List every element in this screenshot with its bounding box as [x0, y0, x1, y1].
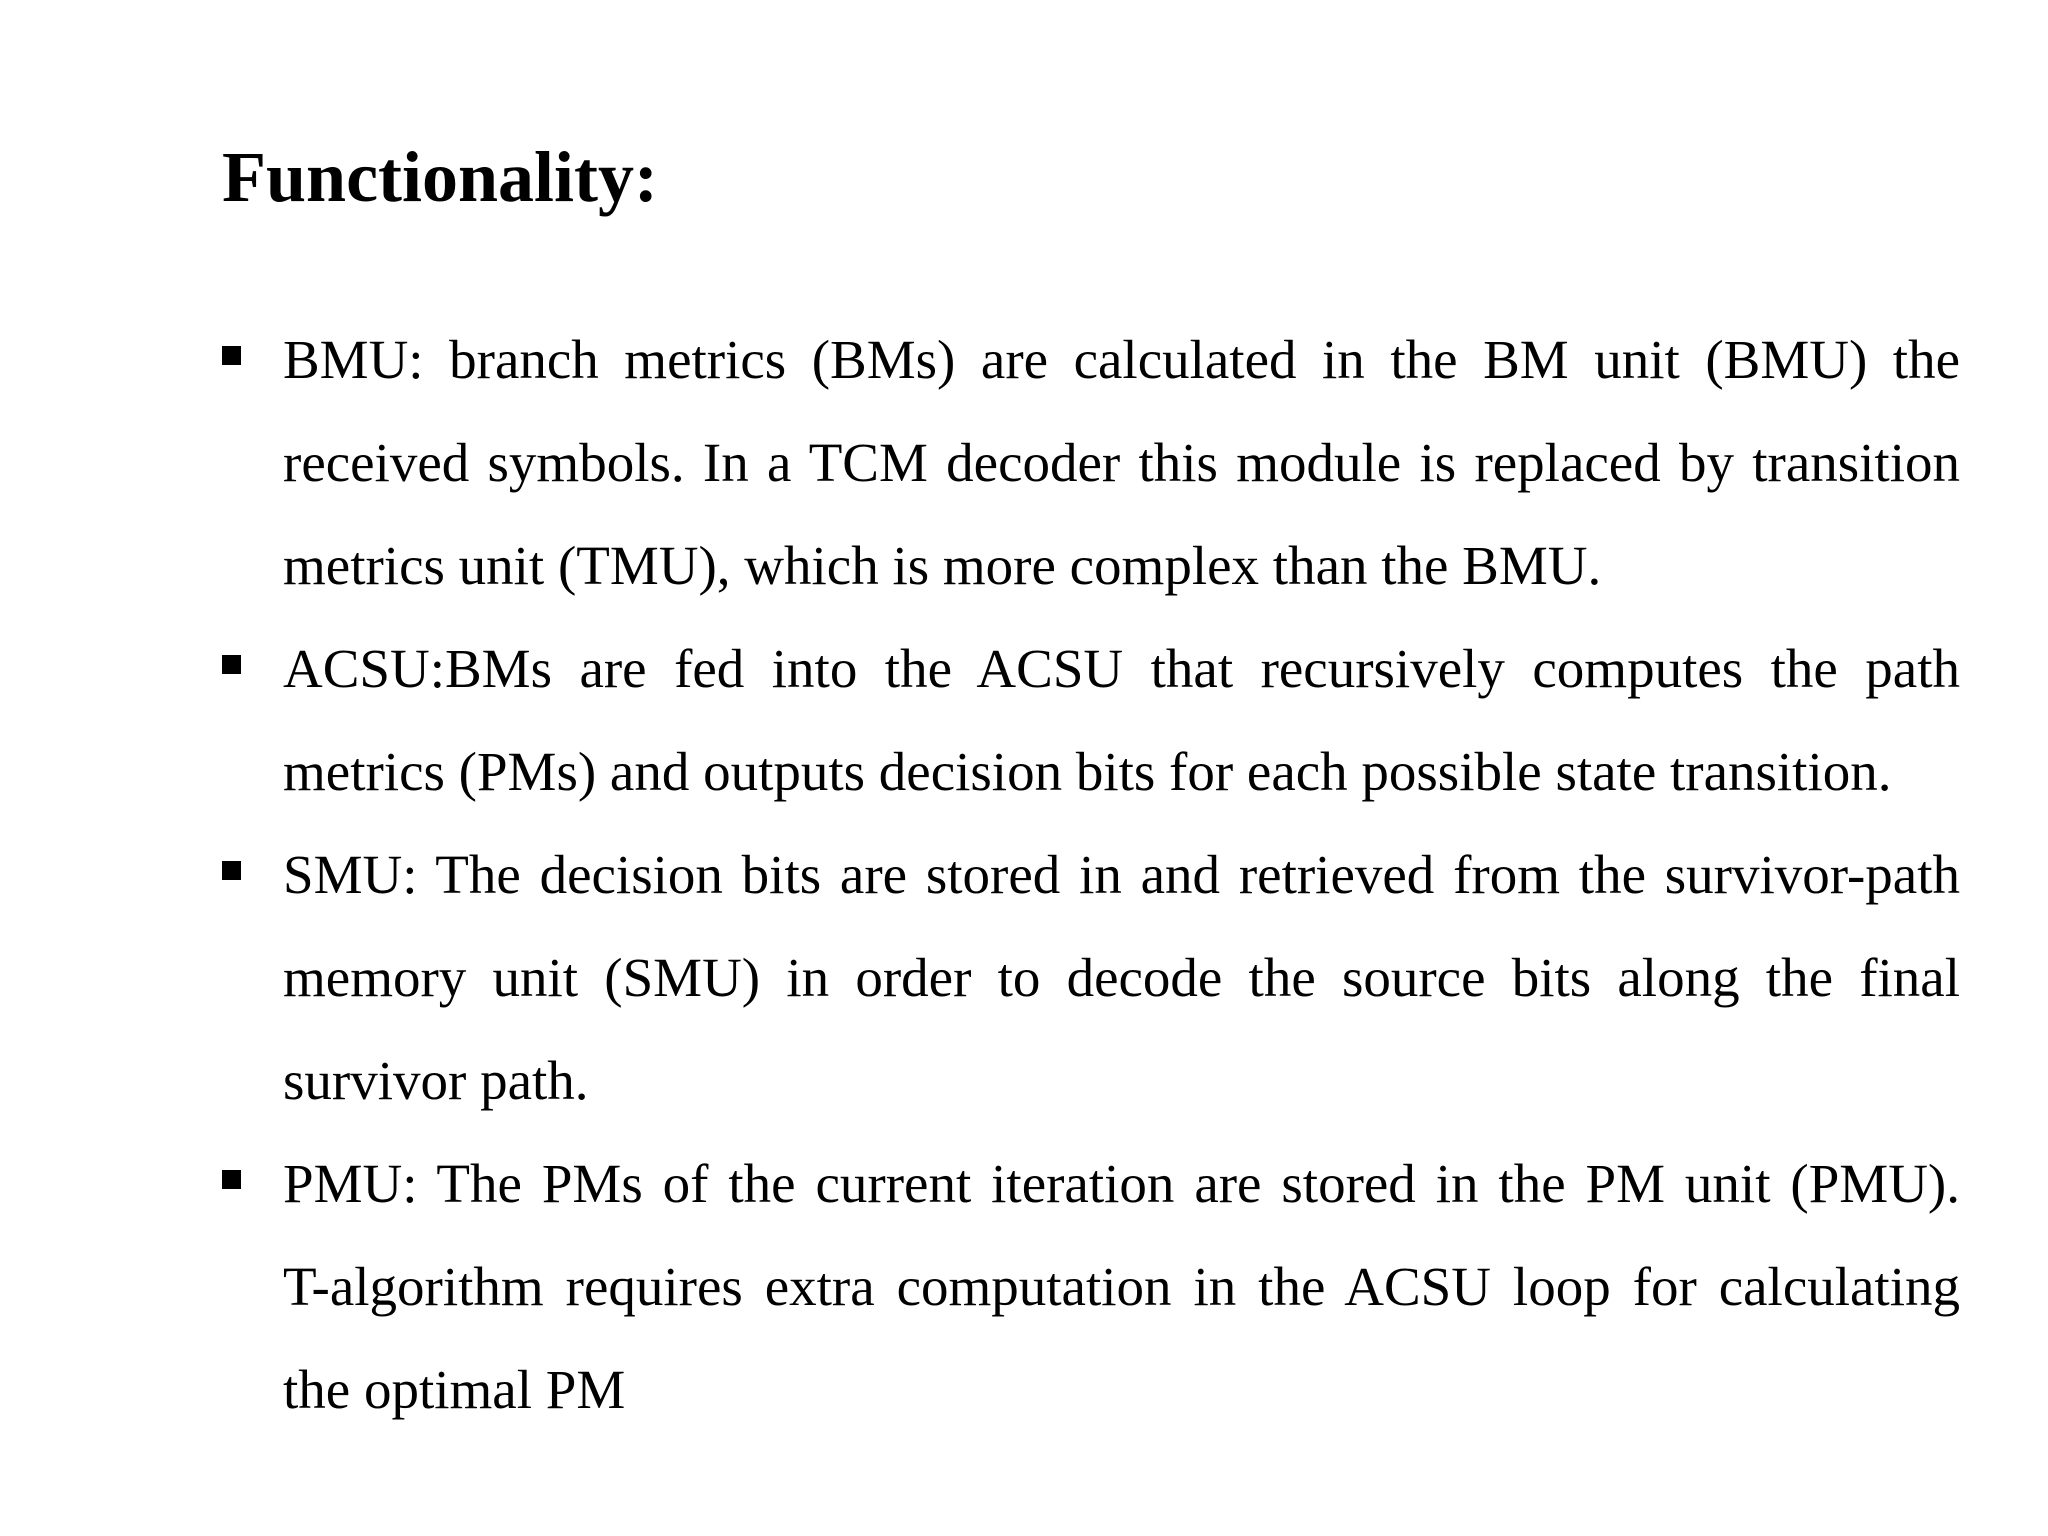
bullet-text-line: SMU: The decision bits are stored in and…: [283, 844, 1960, 905]
bullet-list: BMU: branch metrics (BMs) are calculated…: [222, 308, 1960, 1441]
bullet-text-line: metrics unit (TMU), which is more comple…: [283, 535, 1602, 596]
bullet-text-line: survivor path.: [283, 1050, 589, 1111]
bullet-text-line: PMU: The PMs of the current iteration ar…: [283, 1153, 1960, 1214]
bullet-text-line: BMU: branch metrics (BMs) are calculated…: [283, 329, 1960, 390]
bullet-text-line: metrics (PMs) and outputs decision bits …: [283, 741, 1892, 802]
bullet-item-bmu: BMU: branch metrics (BMs) are calculated…: [222, 308, 1960, 617]
square-bullet-icon: [222, 655, 241, 674]
bullet-item-smu: SMU: The decision bits are stored in and…: [222, 823, 1960, 1132]
bullet-item-acsu: ACSU:BMs are fed into the ACSU that recu…: [222, 617, 1960, 823]
bullet-text-line: T-algorithm requires extra computation i…: [283, 1256, 1960, 1317]
bullet-text-line: received symbols. In a TCM decoder this …: [283, 432, 1960, 493]
bullet-text-line: memory unit (SMU) in order to decode the…: [283, 947, 1960, 1008]
slide-title: Functionality:: [222, 137, 659, 217]
bullet-text-line: the optimal PM: [283, 1359, 626, 1420]
bullet-item-pmu: PMU: The PMs of the current iteration ar…: [222, 1132, 1960, 1441]
square-bullet-icon: [222, 1170, 241, 1189]
bullet-text-line: ACSU:BMs are fed into the ACSU that recu…: [283, 638, 1960, 699]
square-bullet-icon: [222, 346, 241, 365]
square-bullet-icon: [222, 861, 241, 880]
